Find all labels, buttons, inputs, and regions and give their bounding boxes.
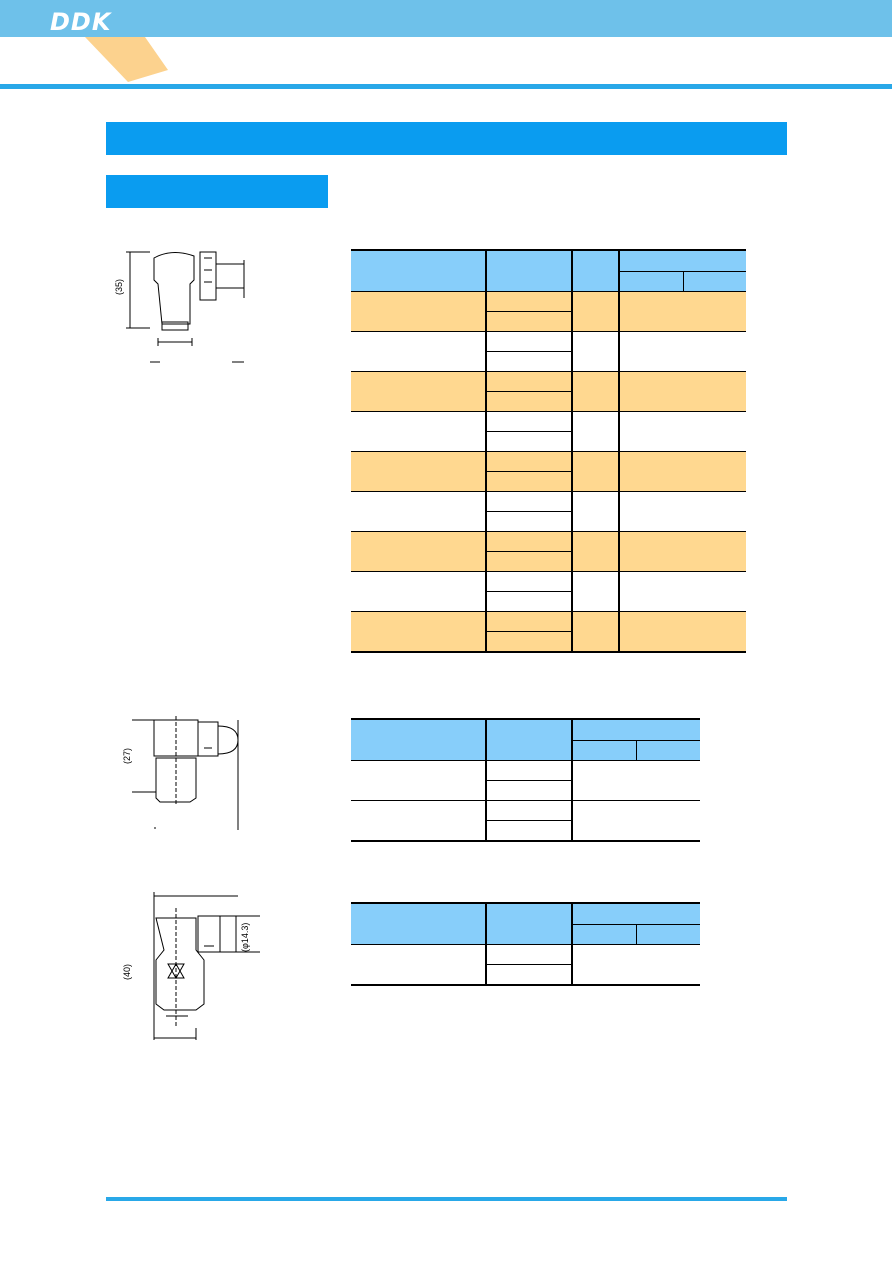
- drawing-2-height-dim: (27): [122, 748, 132, 764]
- spec-table-3: [351, 902, 700, 986]
- drawing-3-diameter-dim: (φ14.3): [240, 923, 250, 952]
- subsection-title-bar: [106, 175, 328, 208]
- spec-table-2: [351, 718, 700, 842]
- table-row: [351, 631, 746, 653]
- table-row: [351, 611, 746, 653]
- table-row: [351, 291, 746, 332]
- table-row: [351, 740, 700, 761]
- header-divider: [0, 84, 892, 89]
- table-row: [351, 411, 746, 452]
- brand-logo[interactable]: DDK: [50, 8, 112, 36]
- table-row: [351, 391, 746, 412]
- connector-angle-view-icon: (40) (φ14.3): [122, 892, 260, 1040]
- section-title-bar: [106, 122, 787, 155]
- table-row: [351, 249, 746, 292]
- table-row: [351, 760, 700, 801]
- table-row: [351, 431, 746, 452]
- table-row: [351, 718, 700, 761]
- table-row: [351, 271, 746, 292]
- table-row: [351, 924, 700, 945]
- table-row: [351, 780, 700, 801]
- table-row: [351, 351, 746, 372]
- connector-plug-view-icon: (27): [122, 716, 239, 830]
- table-row: [351, 451, 746, 492]
- table-row: [351, 591, 746, 612]
- table-row: [351, 331, 746, 372]
- spec-table-1: [351, 249, 746, 653]
- connector-side-view-icon: (35): [114, 251, 245, 363]
- drawing-1-height-dim: (35): [114, 279, 124, 295]
- table-row: [351, 571, 746, 612]
- table-row: [351, 371, 746, 412]
- table-row: [351, 471, 746, 492]
- table-row: [351, 800, 700, 842]
- logo-accent-shape: [85, 37, 168, 82]
- table-row: [351, 531, 746, 572]
- table-row: [351, 491, 746, 532]
- table-row: [351, 944, 700, 986]
- table-row: [351, 311, 746, 332]
- header-band: [0, 0, 892, 37]
- table-row: [351, 820, 700, 842]
- table-row: [351, 964, 700, 986]
- table-row: [351, 511, 746, 532]
- table-row: [351, 551, 746, 572]
- table-row: [351, 902, 700, 945]
- drawing-3-height-dim: (40): [122, 964, 132, 980]
- footer-divider: [106, 1197, 787, 1201]
